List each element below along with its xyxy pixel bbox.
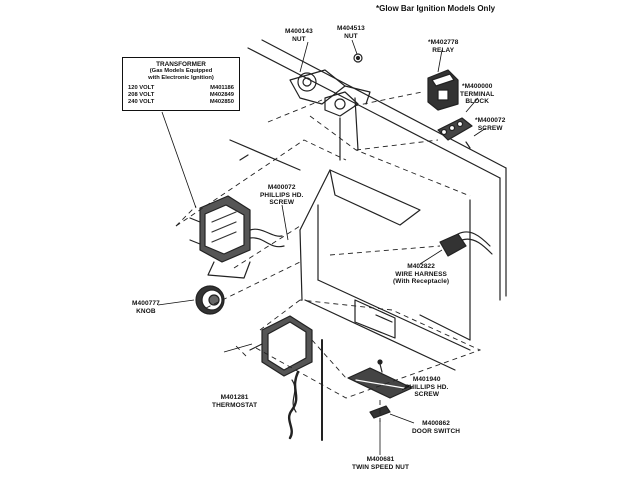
knob-part	[195, 285, 225, 315]
transformer-subtitle-1: (Gas Models Equipped	[149, 68, 213, 74]
nut-hardware	[353, 53, 363, 63]
terminal-screw-label: *M400072 SCREW	[475, 117, 505, 132]
thermostat-label: M401281 THERMOSTAT	[212, 394, 257, 409]
transformer-volt: 240 VOLT	[128, 99, 155, 106]
wire-harness-part	[439, 231, 493, 257]
nut-b-name: NUT	[344, 32, 358, 40]
relay-label: *M402778 RELAY	[428, 39, 458, 54]
screw-tb-name: SCREW	[477, 124, 503, 132]
phillips-b-name-1: PHILLIPS HD.	[405, 383, 449, 391]
transformer-info-box: TRANSFORMER (Gas Models Equipped with El…	[122, 57, 240, 111]
glow-bar-note: *Glow Bar Ignition Models Only	[376, 4, 496, 13]
harness-name-1: WIRE HARNESS	[395, 270, 447, 278]
terminal-part-number: *M400000	[461, 83, 493, 90]
transformer-volt: 208 VOLT	[128, 92, 155, 99]
door-switch-part-number: M400862	[422, 420, 450, 427]
top-bracket	[289, 69, 371, 117]
transformer-part-number: M402850	[209, 99, 234, 106]
phillips-a-name-1: PHILLIPS HD.	[260, 191, 304, 199]
transformer-row: 120 VOLT M401186	[123, 85, 239, 92]
relay-part-number: *M402778	[428, 39, 459, 46]
terminal-block-part	[437, 117, 473, 149]
screw-tb-part-number: *M400072	[475, 117, 506, 124]
leader-lines	[157, 39, 487, 455]
twin-nut-part-number: M400681	[366, 456, 395, 463]
door-switch-part	[347, 359, 413, 399]
wire-harness-label: M402822 WIRE HARNESS (With Receptacle)	[393, 263, 449, 286]
nut-label-b: M404513 NUT	[337, 25, 365, 40]
thermostat-part-number: M401281	[220, 394, 249, 401]
phillips-a-name-2: SCREW	[269, 199, 295, 206]
phillips-b-part-number: M401940	[412, 376, 441, 383]
phillips-a-part-number: M400072	[267, 184, 296, 191]
transformer-row: 208 VOLT M402849	[123, 92, 239, 99]
nut-a-part-number: M400143	[285, 28, 313, 35]
phillips-screw-label-b: M401940 PHILLIPS HD. SCREW	[405, 376, 448, 399]
transformer-part-number: M402849	[209, 92, 234, 99]
harness-name-2: (With Receptacle)	[393, 278, 450, 285]
terminal-name-1: TERMINAL	[460, 90, 495, 98]
transformer-title: TRANSFORMER	[156, 61, 206, 68]
relay-part	[427, 69, 459, 111]
knob-name: KNOB	[136, 307, 156, 315]
terminal-block-label: *M400000 TERMINAL BLOCK	[460, 83, 494, 106]
terminal-name-2: BLOCK	[465, 98, 489, 105]
transformer-row: 240 VOLT M402850	[123, 99, 239, 106]
thermostat-name: THERMOSTAT	[212, 401, 258, 409]
knob-part-number: M400777	[132, 300, 160, 307]
phillips-screw-label-a: M400072 PHILLIPS HD. SCREW	[260, 184, 303, 207]
assembly-dashed-lines	[175, 91, 482, 422]
door-switch-name: DOOR SWITCH	[412, 427, 461, 435]
transformer-subtitle-2: with Electronic Ignition)	[148, 74, 214, 81]
nut-a-name: NUT	[292, 35, 306, 43]
door-switch-label: M400862 DOOR SWITCH	[412, 420, 460, 435]
relay-name: RELAY	[432, 46, 455, 54]
nut-b-part-number: M404513	[337, 25, 365, 32]
transformer-volt: 120 VOLT	[128, 85, 155, 92]
harness-part-number: M402822	[407, 263, 435, 270]
phillips-b-name-2: SCREW	[414, 391, 440, 398]
twin-nut-name: TWIN SPEED NUT	[352, 463, 410, 471]
cabinet-frame	[229, 39, 507, 371]
nut-label-a: M400143 NUT	[285, 28, 313, 43]
transformer-part	[189, 195, 285, 279]
knob-label: M400777 KNOB	[132, 300, 160, 315]
twin-speed-nut-label: M400681 TWIN SPEED NUT	[352, 456, 409, 471]
thermostat-part	[249, 315, 323, 441]
transformer-part-number: M401186	[210, 85, 234, 92]
